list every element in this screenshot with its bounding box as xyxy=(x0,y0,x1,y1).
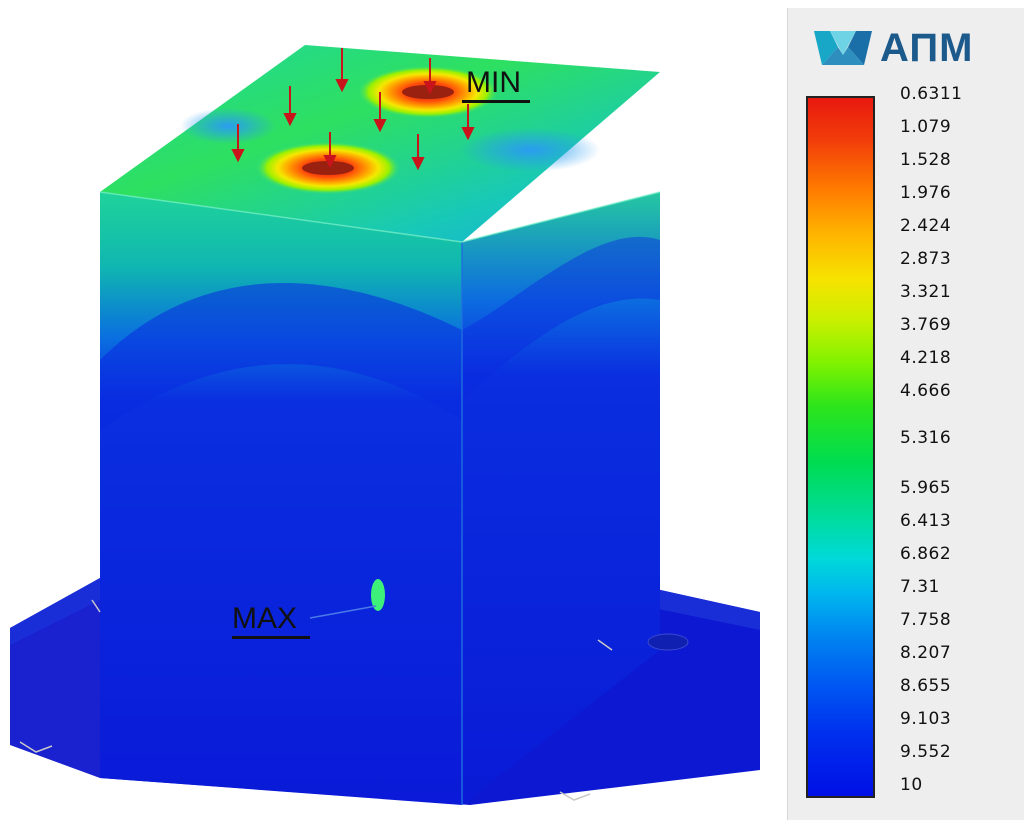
max-underline xyxy=(232,636,310,639)
logo-text: АПМ xyxy=(880,26,974,70)
legend-tick: 7.31 xyxy=(900,577,940,597)
top-blue-spot-left xyxy=(180,108,276,144)
top-blue-spot-right xyxy=(460,128,600,172)
legend-tick: 1.079 xyxy=(900,117,952,137)
load-arrows xyxy=(231,48,475,171)
support-symbols xyxy=(19,599,613,801)
legend-tick: 0.6311 xyxy=(900,84,963,104)
min-label: MIN xyxy=(466,66,521,99)
apm-logo-icon xyxy=(814,31,872,65)
legend-tick: 9.103 xyxy=(900,709,952,729)
front-wave xyxy=(100,282,462,430)
legend-tick: 4.666 xyxy=(900,381,952,401)
min-underline xyxy=(462,100,530,103)
legend-tick: 1.528 xyxy=(900,150,952,170)
legend-tick: 2.424 xyxy=(900,216,952,236)
legend-tick: 7.758 xyxy=(900,610,952,630)
block-right-face xyxy=(462,192,660,805)
legend-tick: 9.552 xyxy=(900,742,952,762)
hole-upper xyxy=(402,85,454,99)
legend-tick: 3.321 xyxy=(900,282,952,302)
apm-logo: АПМ xyxy=(812,24,973,72)
legend-tick: 8.207 xyxy=(900,643,952,663)
color-scale-bar xyxy=(806,96,875,798)
hole-lower xyxy=(302,161,354,175)
legend-tick: 8.655 xyxy=(900,676,952,696)
legend-tick: 4.218 xyxy=(900,348,952,368)
legend-tick: 3.769 xyxy=(900,315,952,335)
legend-tick: 1.976 xyxy=(900,183,952,203)
right-wave xyxy=(462,236,660,400)
legend-tick: 2.873 xyxy=(900,249,952,269)
block-top-face xyxy=(100,45,660,242)
legend-tick: 6.413 xyxy=(900,511,952,531)
max-marker-spot xyxy=(371,579,385,611)
legend-tick: 6.862 xyxy=(900,544,952,564)
legend-tick: 10 xyxy=(900,775,923,795)
legend-panel: АПМ 0.6311 1.079 1.528 1.976 2.424 2.873… xyxy=(787,8,1024,820)
max-label: MAX xyxy=(232,602,298,635)
legend-tick: 5.965 xyxy=(900,478,952,498)
support-cluster xyxy=(647,633,689,651)
legend-tick: 5.316 xyxy=(900,428,952,448)
